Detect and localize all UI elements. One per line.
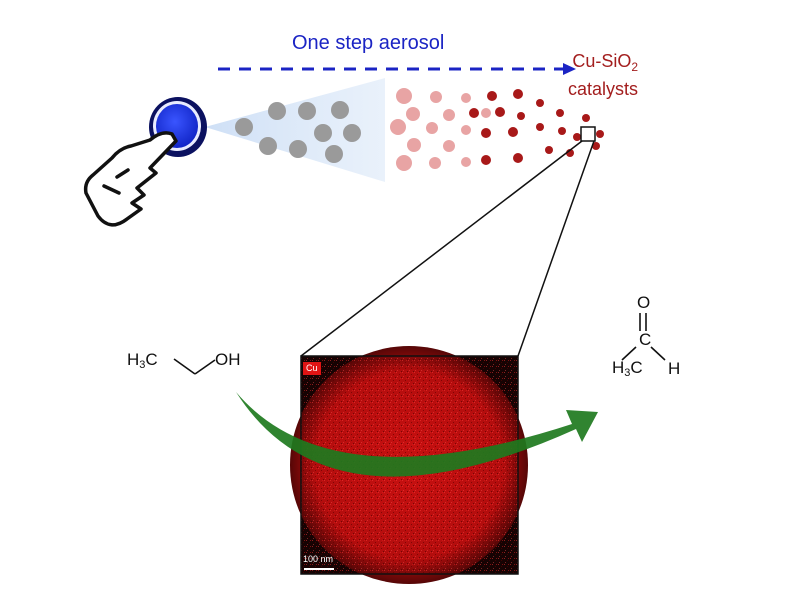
pointing-hand-icon	[83, 131, 178, 227]
particle	[426, 122, 438, 134]
droplet	[331, 101, 349, 119]
product-hydrogen: H	[668, 359, 681, 378]
particle	[536, 99, 544, 107]
process-arrow	[218, 63, 576, 75]
product-name-prefix: Cu-SiO	[572, 51, 632, 71]
particle	[469, 108, 479, 118]
particle	[481, 155, 491, 165]
zoom-line-right	[517, 140, 595, 357]
catalyst-particles	[469, 89, 604, 165]
particle	[582, 114, 590, 122]
particle	[461, 157, 471, 167]
product-h-count: 3	[624, 367, 631, 379]
reactant-h: H	[127, 350, 140, 369]
drying-particles	[390, 88, 491, 171]
droplet	[343, 124, 361, 142]
product-methyl: H3C	[612, 359, 643, 379]
particle	[396, 88, 412, 104]
reactant-hydroxyl: OH	[215, 350, 241, 369]
droplet	[298, 102, 316, 120]
particle	[536, 123, 544, 131]
particle	[558, 127, 566, 135]
particle	[573, 133, 581, 141]
particle	[508, 127, 518, 137]
zoom-box	[580, 126, 596, 142]
droplet	[268, 102, 286, 120]
particle	[443, 109, 455, 121]
particle	[429, 157, 441, 169]
ethanol-bonds	[173, 358, 216, 375]
product-h: H	[612, 358, 625, 377]
particle	[513, 89, 523, 99]
particle	[556, 109, 564, 117]
droplet	[289, 140, 307, 158]
reactant-h-count: 3	[139, 359, 146, 371]
particle	[495, 107, 505, 117]
scale-bar-label: 100 nm	[303, 554, 334, 564]
particle	[545, 146, 553, 154]
droplet	[235, 118, 253, 136]
reaction-arrow	[236, 392, 598, 477]
product-name-suffix: catalysts	[568, 79, 639, 99]
particle	[406, 107, 420, 121]
particle	[513, 153, 523, 163]
particle	[596, 130, 604, 138]
particle	[487, 91, 497, 101]
droplet	[314, 124, 332, 142]
particle	[407, 138, 421, 152]
particle	[481, 108, 491, 118]
particle	[430, 91, 442, 103]
element-tag: Cu	[303, 362, 321, 375]
particle	[481, 128, 491, 138]
particle	[461, 93, 471, 103]
process-label: One step aerosol	[292, 32, 445, 54]
particle	[390, 119, 406, 135]
acetaldehyde-bonds	[621, 313, 666, 361]
particle	[461, 125, 471, 135]
particle	[396, 155, 412, 171]
product-label: Cu-SiO2 catalysts	[568, 50, 638, 100]
droplet	[325, 145, 343, 163]
droplet	[259, 137, 277, 155]
reactant-c: C	[145, 350, 158, 369]
particle	[517, 112, 525, 120]
particle	[592, 142, 600, 150]
product-c: C	[630, 358, 643, 377]
particle	[443, 140, 455, 152]
product-oxygen: O	[637, 293, 651, 312]
zoom-line-left	[300, 140, 583, 357]
product-carbonyl-carbon: C	[639, 330, 652, 349]
reactant-methyl: H3C	[127, 351, 158, 371]
product-name-subscript: 2	[631, 60, 639, 74]
precursor-droplets	[235, 101, 361, 163]
product-name: Cu-SiO2	[568, 50, 638, 78]
